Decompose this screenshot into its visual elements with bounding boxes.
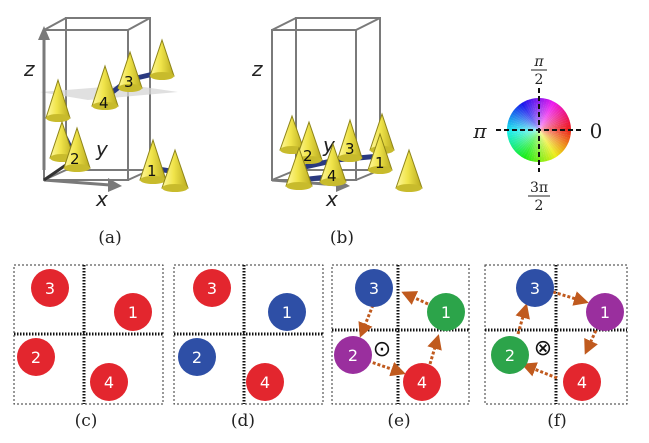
into-plane-symbol-f: ⊗ bbox=[534, 336, 552, 361]
color-wheel: π 2 π 0 3π 2 bbox=[472, 54, 602, 214]
z-axis-label: z bbox=[251, 57, 263, 81]
site-circle-label: 2 bbox=[505, 346, 515, 365]
panel-f-arrows bbox=[515, 290, 600, 380]
site-circle-label: 1 bbox=[441, 303, 451, 322]
site-label-3: 3 bbox=[124, 73, 134, 91]
wheel-top-den: 2 bbox=[535, 72, 544, 88]
site-circle-4 bbox=[246, 363, 284, 401]
site-circle-4 bbox=[90, 363, 128, 401]
spin-cone bbox=[279, 114, 305, 154]
site-circle-label: 1 bbox=[600, 303, 610, 322]
wheel-top-num: π bbox=[533, 54, 544, 70]
spin-cone bbox=[367, 132, 393, 174]
site-circle-3 bbox=[193, 269, 231, 307]
wheel-label-top: π 2 bbox=[531, 54, 547, 88]
caption-e: (e) bbox=[387, 411, 411, 431]
site-circle-3 bbox=[31, 269, 69, 307]
caption-c: (c) bbox=[74, 411, 98, 431]
spin-cone bbox=[91, 64, 119, 110]
site-circle-2 bbox=[178, 338, 216, 376]
spin-cone bbox=[337, 118, 363, 162]
spin-cone bbox=[161, 148, 189, 192]
spin-cone bbox=[285, 146, 313, 190]
spin-cone bbox=[117, 50, 143, 92]
wheel-label-left: π bbox=[472, 119, 487, 143]
wheel-bottom-den: 2 bbox=[535, 198, 544, 214]
site-circle-4 bbox=[563, 363, 601, 401]
spin-cone bbox=[139, 138, 167, 184]
spin-cone bbox=[395, 148, 423, 192]
site-circle-label: 4 bbox=[104, 373, 114, 392]
site-circle-label: 4 bbox=[260, 373, 270, 392]
panel-a: z x y 4 3 2 1 bbox=[23, 17, 189, 211]
site-label-2: 2 bbox=[303, 147, 313, 165]
site-circle-2 bbox=[17, 338, 55, 376]
site-circle-label: 1 bbox=[282, 303, 292, 322]
panel-e-arrows bbox=[358, 291, 442, 377]
caption-b: (b) bbox=[329, 228, 355, 248]
x-axis bbox=[43, 178, 111, 187]
site-circle-1 bbox=[114, 293, 152, 331]
wheel-bottom-num: 3π bbox=[530, 180, 548, 196]
caption-f: (f) bbox=[547, 411, 567, 431]
site-label-1: 1 bbox=[375, 154, 385, 172]
out-of-plane-symbol-e: ⊙ bbox=[373, 337, 391, 362]
site-circle-label: 3 bbox=[530, 279, 540, 298]
site-circle-3 bbox=[516, 269, 554, 307]
site-label-4: 4 bbox=[327, 167, 337, 185]
site-label-1: 1 bbox=[147, 162, 157, 180]
site-circle-2 bbox=[334, 336, 372, 374]
x-axis-label: x bbox=[325, 187, 338, 211]
site-circle-label: 3 bbox=[369, 279, 379, 298]
site-circle-label: 4 bbox=[417, 373, 427, 392]
z-axis-arrow bbox=[38, 26, 50, 40]
site-circle-label: 1 bbox=[128, 303, 138, 322]
y-axis-label: y bbox=[95, 137, 109, 161]
site-label-4: 4 bbox=[99, 94, 109, 112]
wheel-label-right: 0 bbox=[590, 119, 603, 143]
site-label-2: 2 bbox=[70, 150, 80, 168]
site-circle-1 bbox=[427, 293, 465, 331]
site-circle-label: 2 bbox=[31, 348, 41, 367]
site-circle-1 bbox=[586, 293, 624, 331]
z-axis-label: z bbox=[23, 57, 35, 81]
site-circle-2 bbox=[491, 336, 529, 374]
site-circle-label: 2 bbox=[348, 346, 358, 365]
site-label-3: 3 bbox=[345, 140, 355, 158]
site-circle-label: 3 bbox=[207, 279, 217, 298]
x-axis-arrow bbox=[108, 178, 122, 192]
site-circle-4 bbox=[403, 363, 441, 401]
caption-a: (a) bbox=[98, 228, 122, 248]
wheel-label-bottom: 3π 2 bbox=[528, 180, 550, 214]
spin-cone bbox=[63, 126, 91, 172]
caption-d: (d) bbox=[230, 411, 256, 431]
spin-cone bbox=[45, 78, 71, 122]
x-axis-label: x bbox=[95, 187, 108, 211]
spin-cone bbox=[319, 142, 347, 186]
site-circle-label: 3 bbox=[45, 279, 55, 298]
panel-b: z x y 2 3 4 1 bbox=[251, 17, 423, 211]
site-circle-3 bbox=[355, 269, 393, 307]
site-circle-label: 2 bbox=[192, 348, 202, 367]
site-circle-label: 4 bbox=[577, 373, 587, 392]
site-circle-1 bbox=[268, 293, 306, 331]
panel-e-frame bbox=[331, 264, 470, 405]
spin-cone bbox=[149, 38, 175, 80]
